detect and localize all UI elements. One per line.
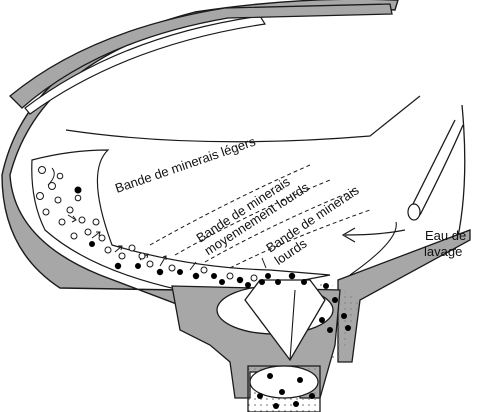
- discharge-pipe: [248, 366, 320, 412]
- label-wash-water-line2: lavage: [424, 244, 462, 259]
- wash-water-pipe: [343, 120, 463, 242]
- inner-surface-line: [66, 96, 420, 142]
- bowl-rim: [10, 4, 392, 108]
- label-light-band: Bande de minerais légers: [113, 133, 258, 195]
- label-wash-water-line1: Eau de: [425, 228, 466, 243]
- label-wash-water: Eau de lavage: [424, 228, 466, 259]
